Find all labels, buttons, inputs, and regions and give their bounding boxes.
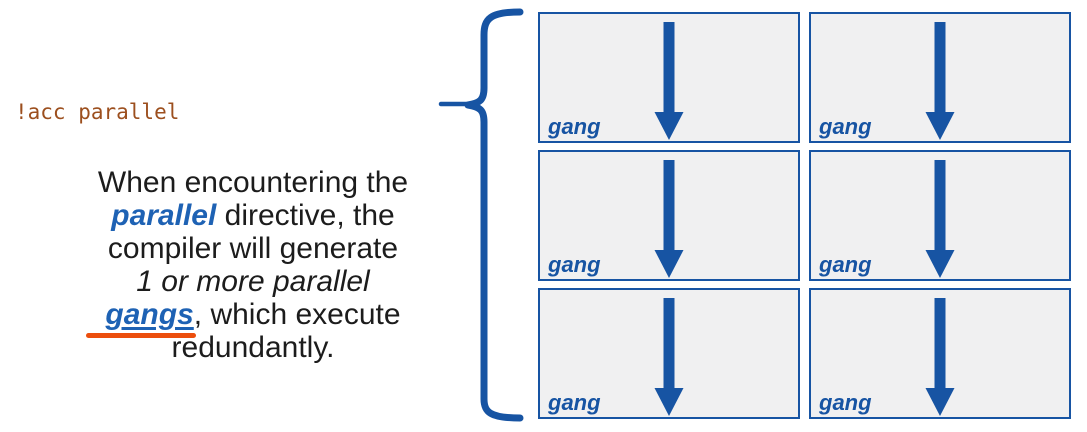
gang-label: gang (819, 114, 872, 139)
down-arrow-icon (925, 298, 955, 416)
down-arrow-icon (925, 22, 955, 140)
gang-label: gang (548, 390, 601, 415)
paragraph-text: compiler will generate (107, 232, 399, 265)
paragraph-text: directive, the (216, 199, 395, 232)
description-paragraph: When encountering the parallel directive… (45, 166, 461, 364)
paragraph-line: gangs, which execute (45, 298, 461, 331)
down-arrow-icon (654, 160, 684, 278)
gang-grid: gang gang gang gang (538, 12, 1071, 419)
gang-label: gang (819, 252, 872, 277)
paragraph-line: compiler will generate (45, 232, 461, 265)
keyword-gangs: gangs (105, 298, 194, 331)
gang-label: gang (819, 390, 872, 415)
gang-label: gang (548, 114, 601, 139)
paragraph-line: redundantly. (45, 331, 461, 364)
paragraph-text: When encountering the (97, 166, 409, 199)
emphasis-text: 1 or more parallel (136, 265, 370, 298)
keyword-parallel: parallel (111, 199, 217, 232)
paragraph-text: redundantly. (171, 331, 335, 364)
down-arrow-icon (654, 22, 684, 140)
curly-brace-icon (438, 8, 524, 422)
paragraph-line: When encountering the (45, 166, 461, 199)
gang-box: gang (809, 288, 1071, 419)
gang-box: gang (538, 150, 800, 281)
acc-parallel-directive: !acc parallel (15, 100, 180, 124)
down-arrow-icon (925, 160, 955, 278)
gang-box: gang (538, 288, 800, 419)
orange-highlight-underline-icon (86, 333, 196, 338)
paragraph-line: 1 or more parallel (45, 265, 461, 298)
gang-label: gang (548, 252, 601, 277)
paragraph-text: , which execute (193, 298, 401, 331)
gang-box: gang (809, 12, 1071, 143)
gang-box: gang (538, 12, 800, 143)
gang-box: gang (809, 150, 1071, 281)
paragraph-line: parallel directive, the (45, 199, 461, 232)
down-arrow-icon (654, 298, 684, 416)
